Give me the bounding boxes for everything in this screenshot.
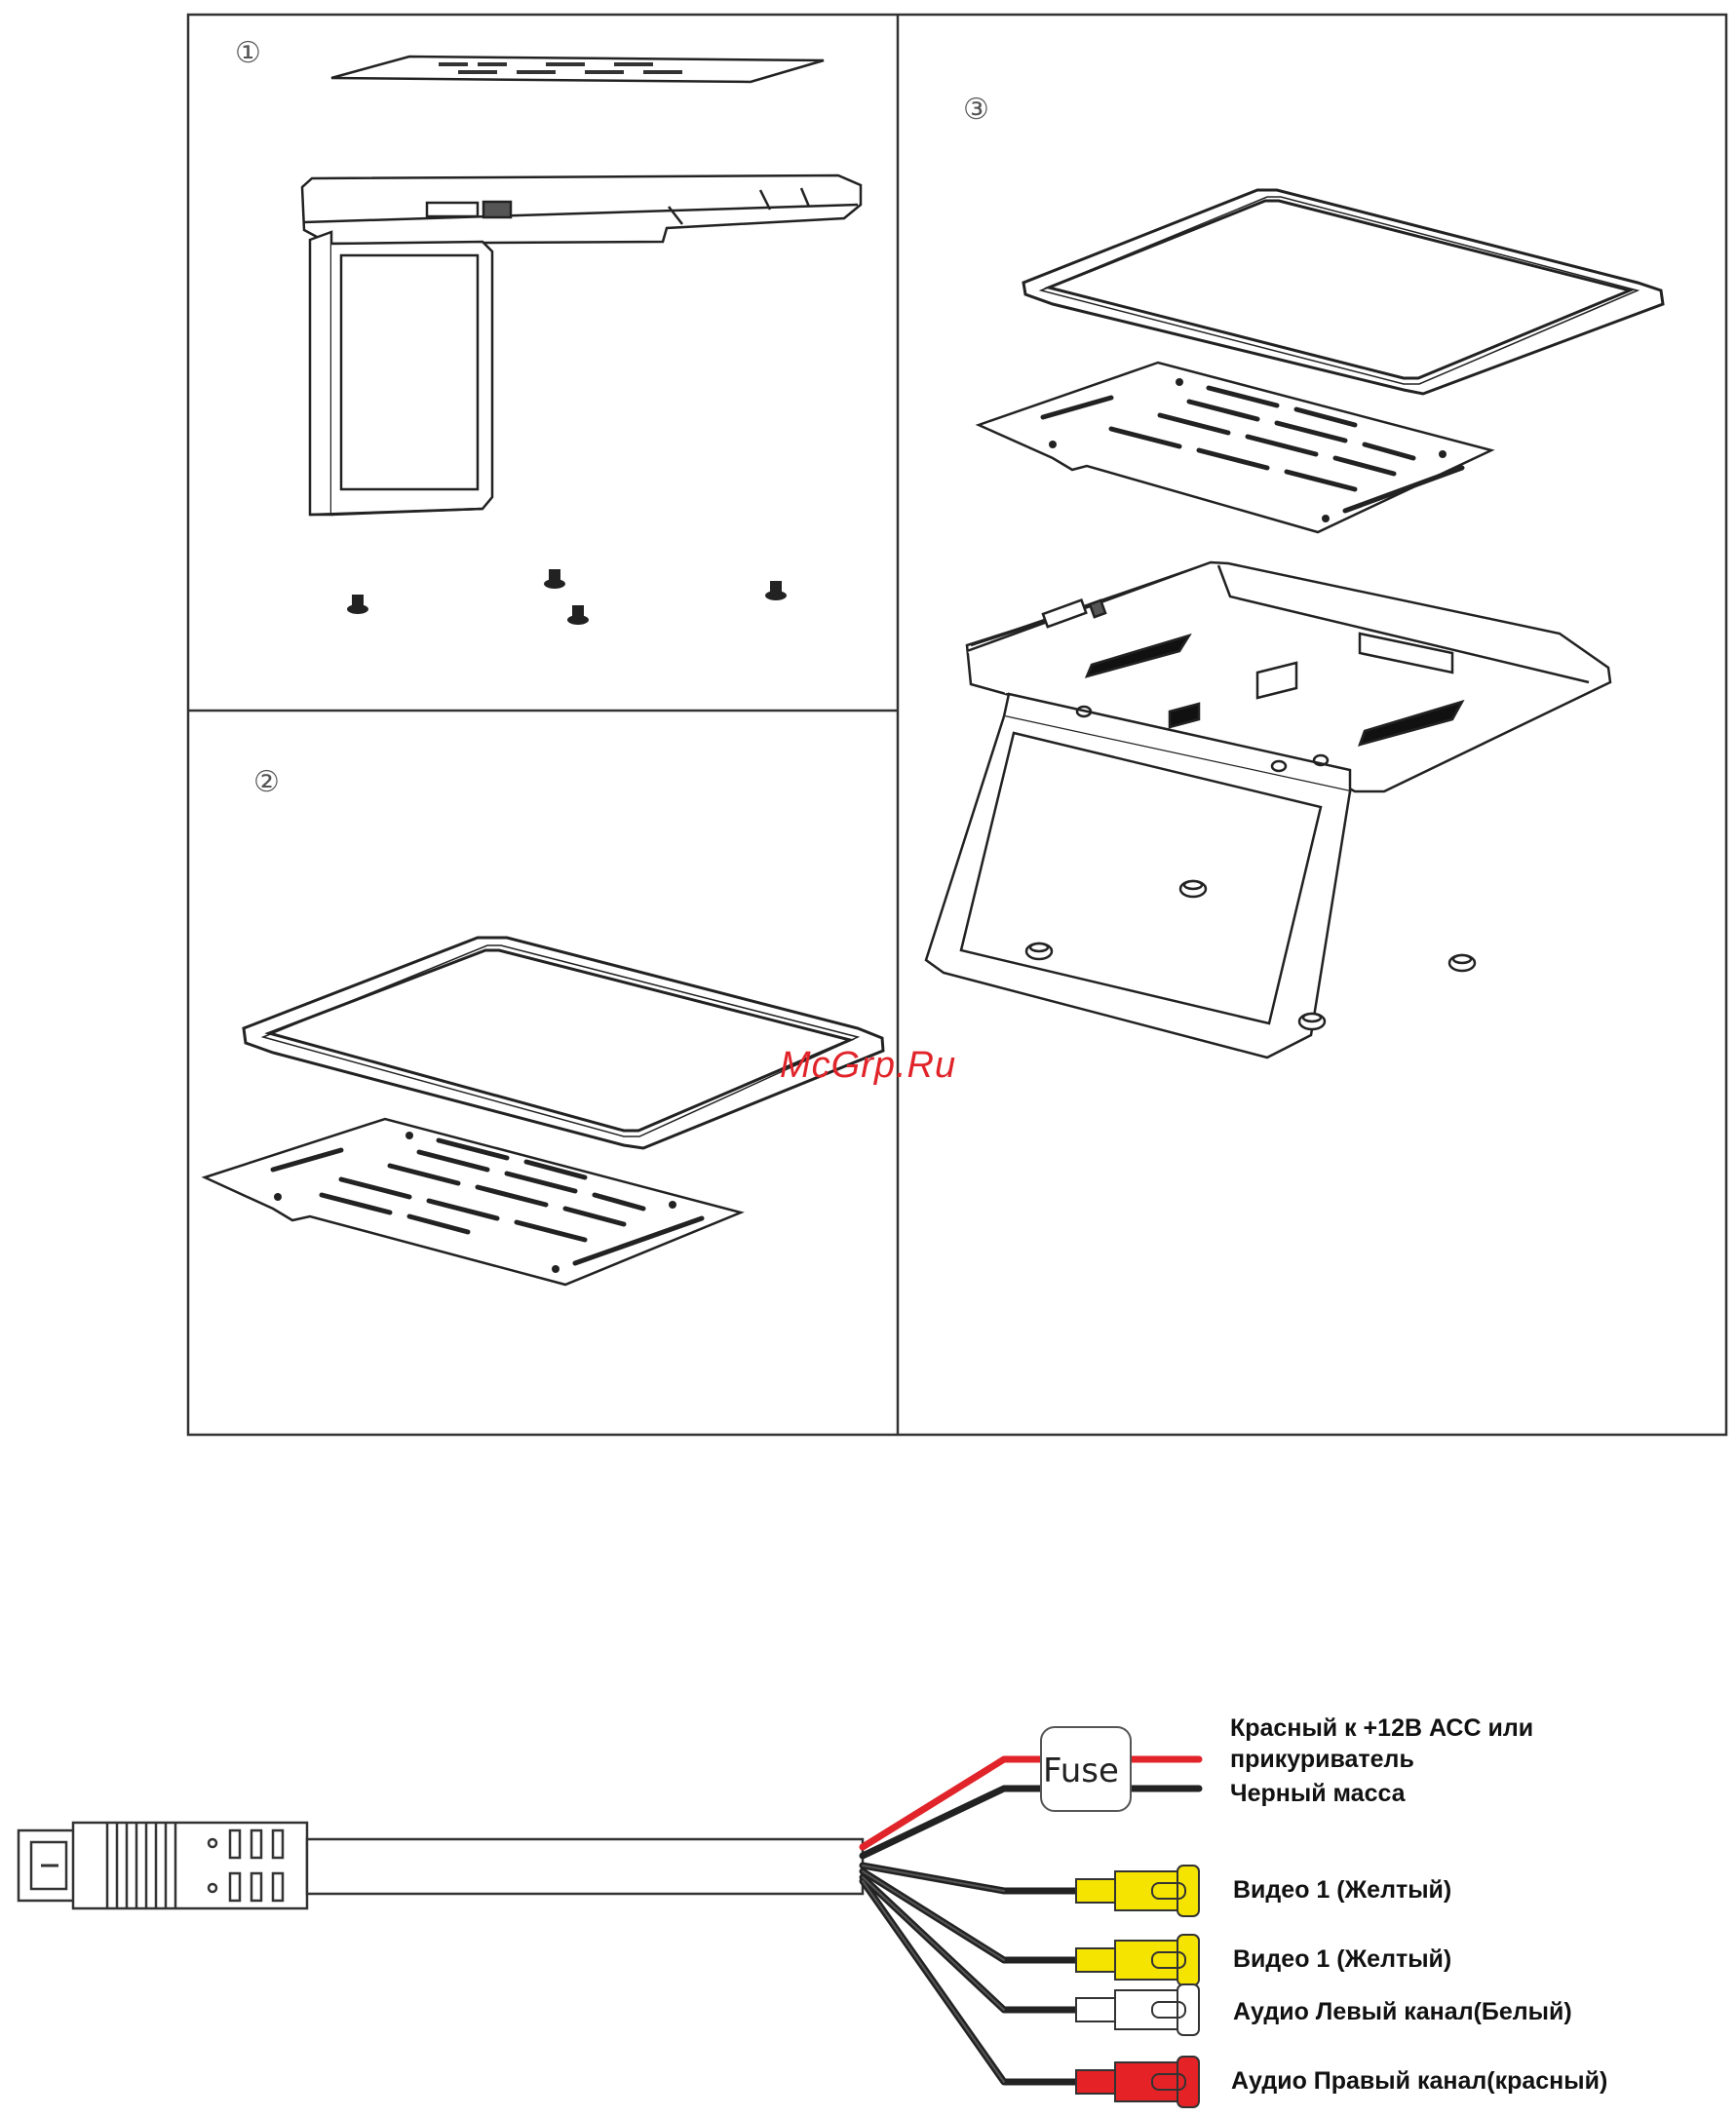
label-black-wire: Черный масса [1230,1780,1407,1807]
rca-connector-audio-right [1076,2057,1199,2107]
screw-icon [544,569,565,589]
ceiling-monitor-open [926,562,1610,1058]
step-2-panel: ② [205,765,883,1285]
step-1-number: ① [235,36,261,70]
rca-connector-video1-b [1076,1935,1199,1985]
label-video1-a: Видео 1 (Желтый) [1233,1876,1451,1904]
label-audio-right: Аудио Правый канал(красный) [1231,2067,1607,2095]
fuse-holder: Fuse [1041,1727,1131,1811]
label-red-wire-line1: Красный к +12В АСС или [1230,1714,1533,1742]
label-audio-left: Аудио Левый канал(Белый) [1233,1998,1572,2025]
step-1-panel: ① [235,36,861,625]
step-3-number: ③ [963,93,989,127]
red-wire [863,1759,1045,1847]
trim-frame [1023,190,1663,394]
label-red-wire-line2: прикуриватель [1230,1746,1414,1773]
harness-wires [863,1759,1199,2082]
screw-icon [765,581,787,600]
mounting-screws [347,569,787,625]
screw-icon [1299,1014,1325,1029]
rca-connector-audio-left [1076,1984,1199,2035]
step-3-panel: ③ [926,93,1663,1058]
black-wire [863,1789,1045,1856]
wiring-harness: Fuse Красный к +12В [19,1714,1607,2107]
vented-plate [205,1119,741,1285]
fuse-label: Fuse [1043,1751,1119,1790]
trim-frame [244,938,883,1148]
screw-icon [1026,943,1052,959]
screw-icon [347,595,368,614]
wire-labels: Красный к +12В АСС или прикуриватель Чер… [1230,1714,1607,2095]
screw-icon [567,605,589,625]
harness-plug [19,1823,863,1908]
step-2-number: ② [253,765,280,799]
ceiling-monitor-side [302,175,861,515]
watermark: McGrp.Ru [780,1045,956,1086]
screw-icon [1180,881,1206,897]
mounting-plate [331,57,824,82]
screw-icon [1449,955,1475,971]
label-video1-b: Видео 1 (Желтый) [1233,1945,1451,1973]
video1-a-wire [863,1866,1082,1891]
rca-connector-video1-a [1076,1866,1199,1916]
